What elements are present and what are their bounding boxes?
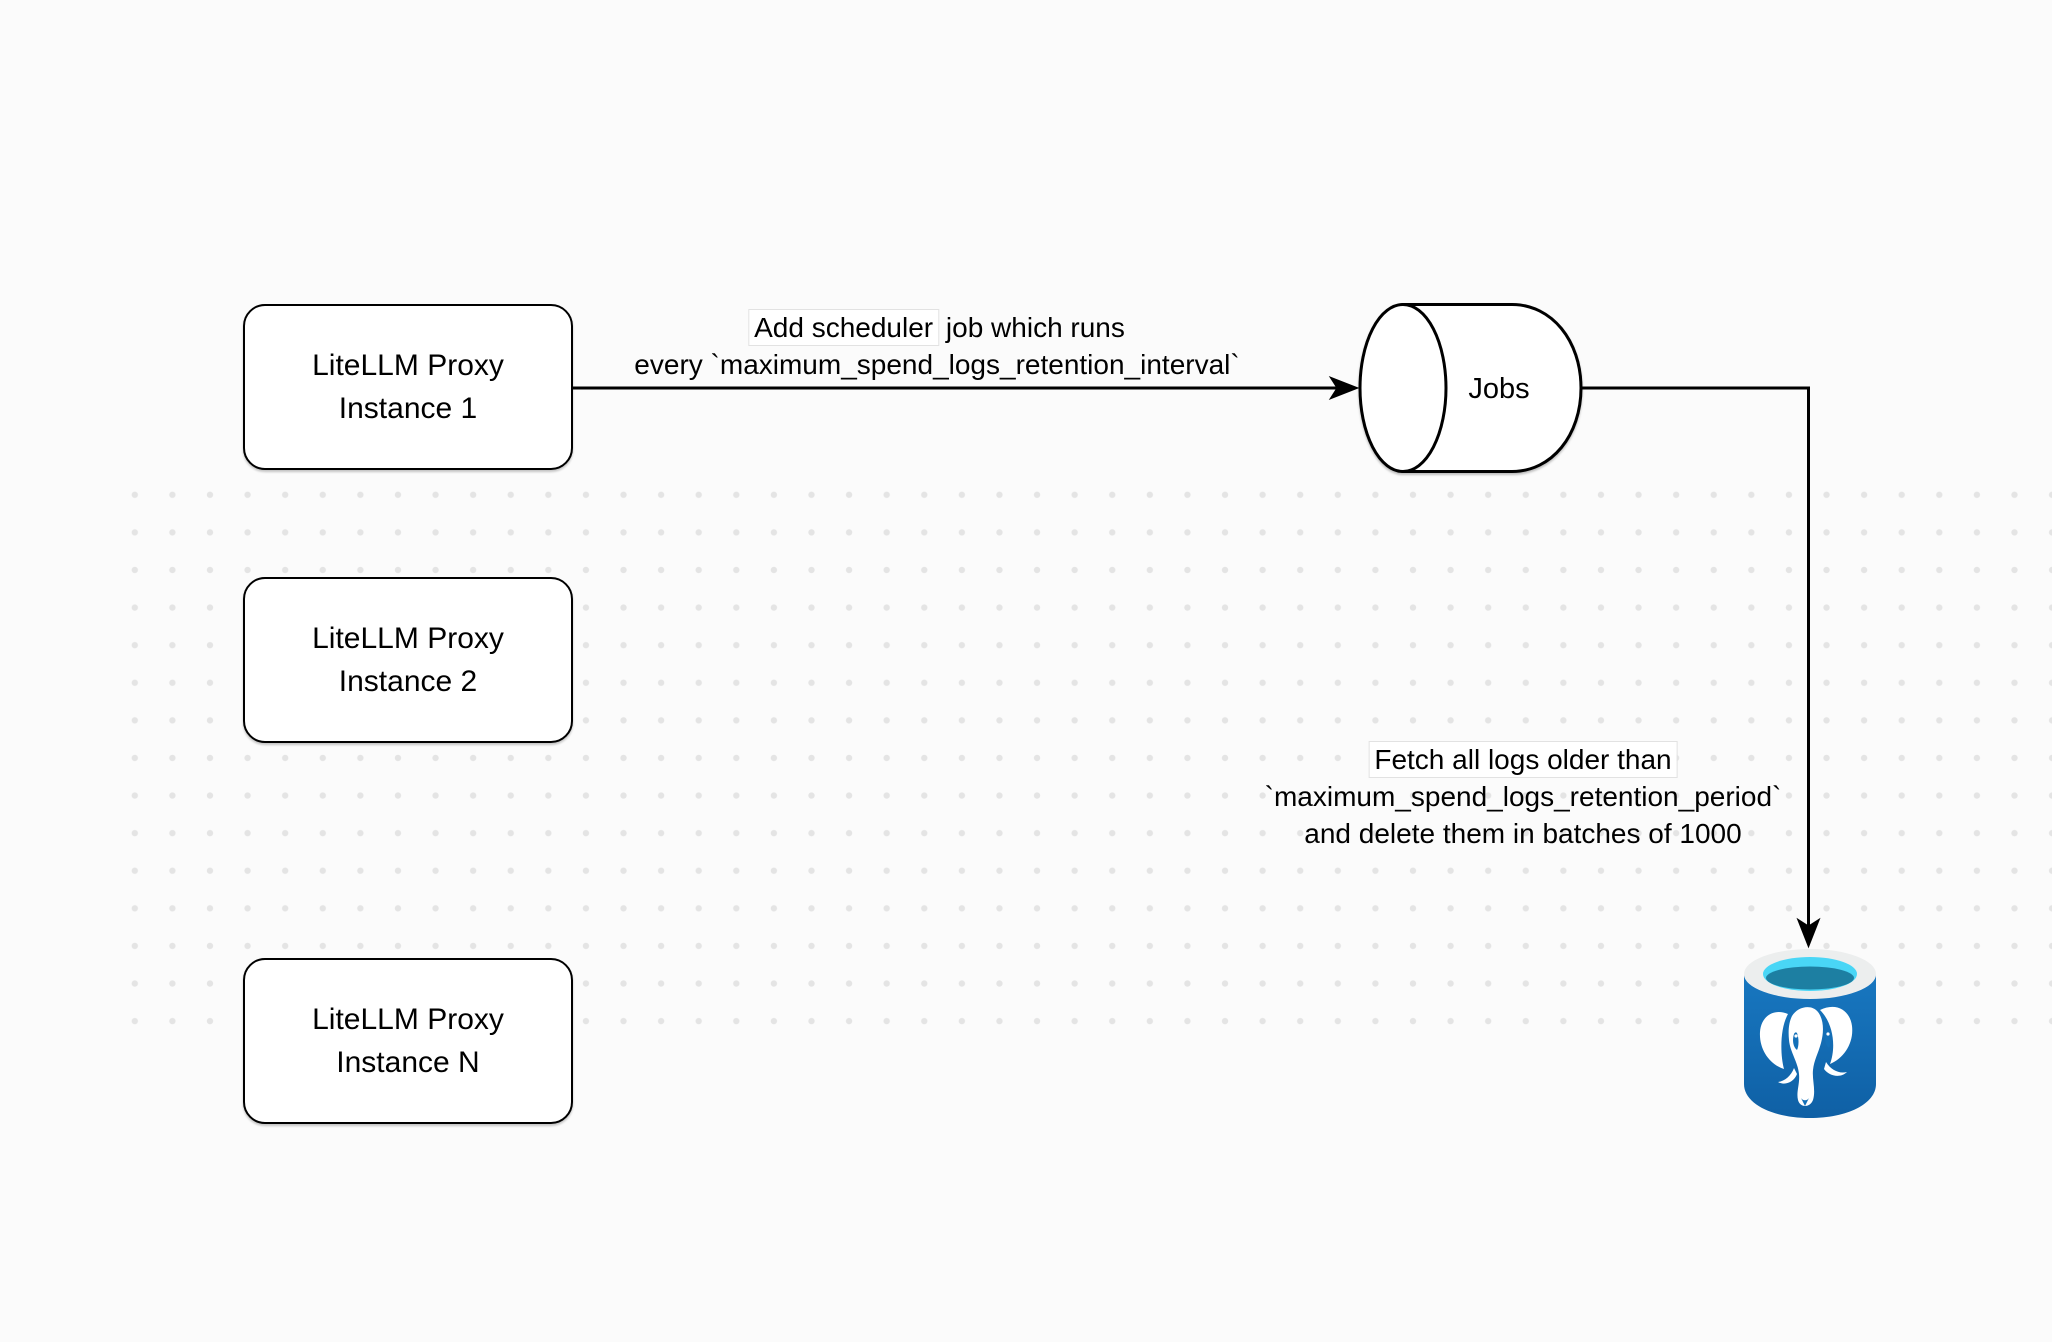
postgres-elephant-glyph — [1759, 1006, 1853, 1106]
edge-label-boxed-text: Fetch all logs older than — [1368, 741, 1678, 778]
edge-label-line-1: Fetch all logs older than — [1265, 741, 1782, 778]
jobs-cylinder: Jobs — [1358, 303, 1583, 473]
edge-label-boxed-text: Add scheduler — [748, 309, 940, 346]
postgres-cylinder-inner — [1766, 966, 1854, 990]
arrow-proxy1-to-jobs — [573, 375, 1360, 401]
edge-label-line-1: Add scheduler job which runs — [634, 309, 1239, 346]
node-label: LiteLLM Proxy Instance 2 — [312, 622, 504, 698]
edge-label-fetch-delete-logs: Fetch all logs older than `maximum_spend… — [1264, 741, 1782, 852]
jobs-label: Jobs — [1468, 373, 1529, 405]
node-litellm-proxy-instance-1: LiteLLM Proxy Instance 1 — [243, 304, 573, 470]
arrow-jobs-to-postgres — [1581, 386, 1821, 949]
postgresql-database-icon — [1744, 949, 1876, 1118]
edge-label-scheduler-job: Add scheduler job which runs every `maxi… — [634, 309, 1240, 383]
edge-label-text: job which runs — [938, 312, 1125, 343]
dot-grid-background — [116, 476, 2052, 1042]
node-label: LiteLLM Proxy Instance N — [312, 1003, 504, 1079]
edge-label-line-2: every `maximum_spend_logs_retention_inte… — [634, 349, 1240, 380]
node-litellm-proxy-instance-2: LiteLLM Proxy Instance 2 — [243, 577, 573, 743]
edge-label-line-2: `maximum_spend_logs_retention_period` — [1264, 781, 1782, 812]
node-label: LiteLLM Proxy Instance 1 — [312, 349, 504, 425]
edge-label-line-3: and delete them in batches of 1000 — [1304, 818, 1742, 849]
node-litellm-proxy-instance-n: LiteLLM Proxy Instance N — [243, 958, 573, 1124]
